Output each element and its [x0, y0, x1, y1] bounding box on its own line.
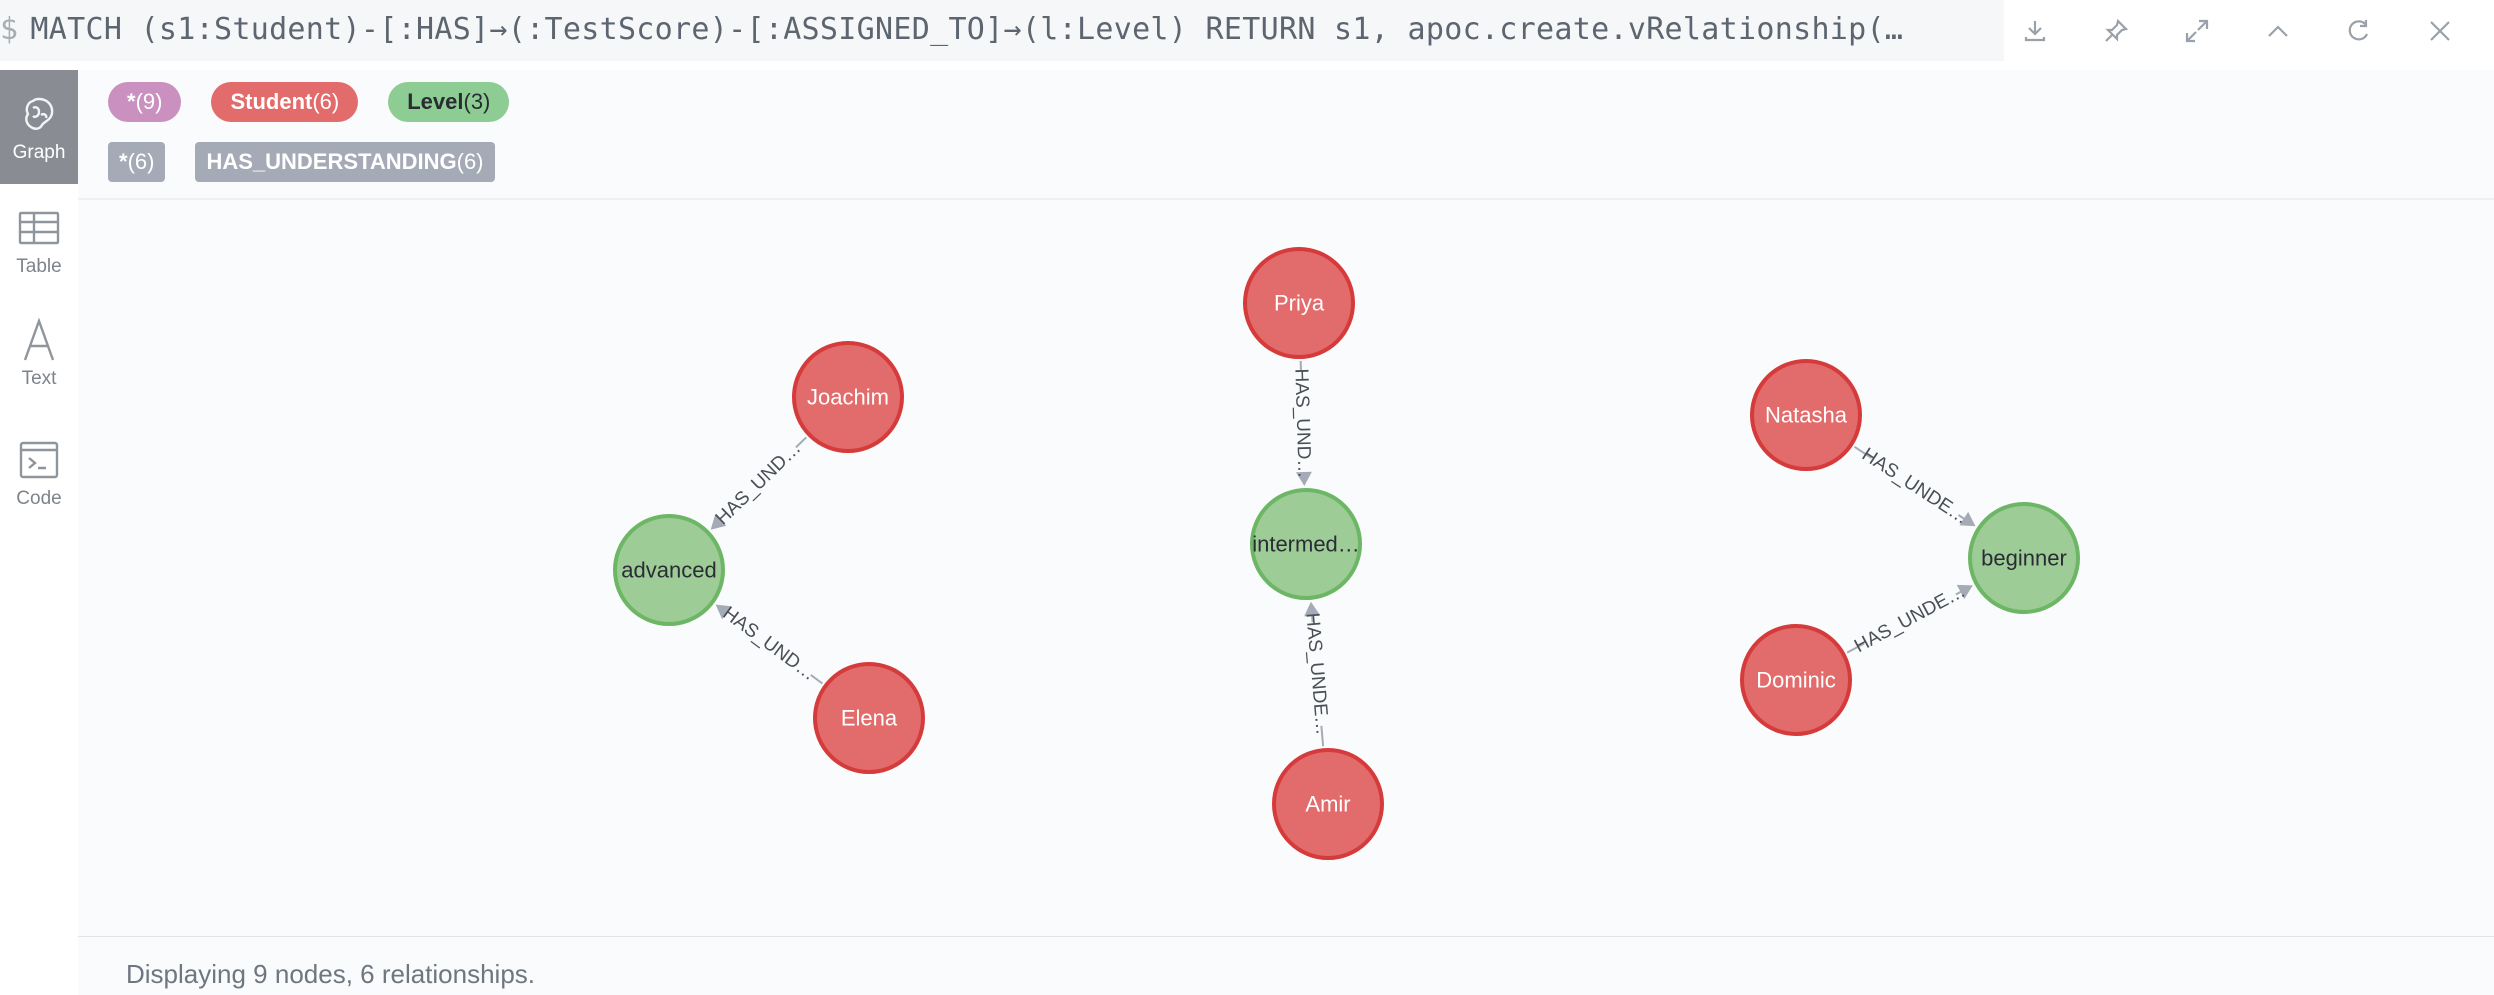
node-caption: Joachim	[807, 385, 889, 410]
rerun-icon	[2346, 18, 2372, 44]
node-intermediate[interactable]: intermed…	[1252, 490, 1360, 598]
sidebar-item-code[interactable]: Code	[0, 416, 78, 530]
relationship-label: HAS_UND…	[719, 603, 820, 685]
graph-icon	[19, 94, 59, 134]
relationship-dominic-beginner[interactable]: HAS_UNDE…	[1847, 581, 1973, 657]
pin-icon	[2103, 18, 2129, 44]
legend-divider	[78, 198, 2494, 200]
sidebar-item-table[interactable]: Table	[0, 184, 78, 298]
legend-rel-count: (6)	[457, 149, 484, 175]
node-caption: advanced	[621, 558, 716, 583]
legend-label-name: Level	[407, 89, 463, 115]
node-elena[interactable]: Elena	[815, 664, 923, 772]
text-icon	[19, 318, 59, 362]
relationship-label: HAS_UNDE…	[1858, 444, 1972, 529]
legend-label-all[interactable]: *(9)	[108, 82, 181, 122]
expand-icon	[2184, 18, 2210, 44]
rerun-button[interactable]	[2336, 8, 2382, 54]
legend-label-count: (9)	[136, 89, 163, 115]
legend-label-count: (3)	[464, 89, 491, 115]
legend-label-student[interactable]: Student(6)	[211, 82, 358, 122]
download-icon	[2022, 18, 2048, 44]
node-advanced[interactable]: advanced	[615, 516, 723, 624]
table-icon	[18, 210, 60, 246]
node-label-legend: *(9) Student(6) Level(3)	[108, 82, 509, 122]
node-beginner[interactable]: beginner	[1970, 504, 2078, 612]
result-toolbar	[2004, 0, 2494, 61]
node-caption: Amir	[1305, 792, 1350, 817]
relationship-amir-intermediate[interactable]: HAS_UNDE…	[1301, 602, 1332, 746]
legend-rel-has-understanding[interactable]: HAS_UNDERSTANDING(6)	[195, 142, 494, 182]
relationship-elena-advanced[interactable]: HAS_UND…	[716, 603, 823, 685]
legend-label-name: Student	[230, 89, 312, 115]
status-text: Displaying 9 nodes, 6 relationships.	[126, 959, 535, 990]
collapse-icon	[2265, 18, 2291, 44]
relationship-label: HAS_UNDE…	[1301, 612, 1332, 736]
sidebar-label-table: Table	[16, 256, 61, 278]
node-caption: Priya	[1274, 291, 1325, 316]
fullscreen-button[interactable]	[2174, 8, 2220, 54]
legend-label-name: *	[127, 89, 136, 115]
node-natasha[interactable]: Natasha	[1752, 361, 1860, 469]
sidebar-label-code: Code	[16, 488, 61, 510]
legend-rel-name: HAS_UNDERSTANDING	[206, 149, 456, 175]
sidebar-item-graph[interactable]: Graph	[0, 70, 78, 184]
view-sidebar: Graph Table Text Code	[0, 70, 78, 994]
relationship-type-legend: *(6) HAS_UNDERSTANDING(6)	[108, 142, 495, 182]
download-button[interactable]	[2012, 8, 2058, 54]
legend-label-count: (6)	[312, 89, 339, 115]
node-caption: Dominic	[1756, 668, 1835, 693]
sidebar-item-text[interactable]: Text	[0, 296, 78, 410]
legend-label-level[interactable]: Level(3)	[388, 82, 509, 122]
node-caption: Elena	[841, 706, 898, 731]
pin-button[interactable]	[2093, 8, 2139, 54]
relationship-label: HAS_UND…	[712, 438, 806, 529]
node-caption: beginner	[1981, 546, 2067, 571]
close-button[interactable]	[2417, 8, 2463, 54]
relationship-natasha-beginner[interactable]: HAS_UNDE…	[1854, 444, 1975, 529]
node-joachim[interactable]: Joachim	[794, 343, 902, 451]
close-icon	[2427, 18, 2453, 44]
query-content: MATCH (s1:Student)-[:HAS]→(:TestScore)-[…	[30, 12, 1903, 47]
relationship-joachim-advanced[interactable]: HAS_UND…	[711, 437, 807, 529]
relationship-label: HAS_UND…	[1290, 368, 1314, 478]
node-amir[interactable]: Amir	[1274, 750, 1382, 858]
node-dominic[interactable]: Dominic	[1742, 626, 1850, 734]
code-icon	[19, 441, 59, 479]
legend-rel-count: (6)	[128, 149, 155, 175]
status-bar: Displaying 9 nodes, 6 relationships.	[78, 936, 2494, 995]
relationship-label: HAS_UNDE…	[1851, 581, 1969, 657]
query-text[interactable]: $ MATCH (s1:Student)-[:HAS]→(:TestScore)-…	[0, 12, 2004, 47]
collapse-button[interactable]	[2255, 8, 2301, 54]
node-priya[interactable]: Priya	[1245, 249, 1353, 357]
legend-rel-name: *	[119, 149, 128, 175]
relationship-priya-intermediate[interactable]: HAS_UND…	[1290, 361, 1314, 486]
sidebar-label-text: Text	[22, 368, 57, 390]
graph-visualization[interactable]: HAS_UND… HAS_UND… HAS_UND… HAS_UNDE… HAS_UND…	[78, 70, 2494, 936]
node-caption: intermed…	[1252, 532, 1360, 557]
query-prompt: $	[0, 12, 18, 47]
sidebar-label-graph: Graph	[13, 142, 66, 164]
legend-rel-all[interactable]: *(6)	[108, 142, 165, 182]
node-caption: Natasha	[1765, 403, 1848, 428]
query-bar[interactable]: $ MATCH (s1:Student)-[:HAS]→(:TestScore)-…	[0, 0, 2004, 61]
